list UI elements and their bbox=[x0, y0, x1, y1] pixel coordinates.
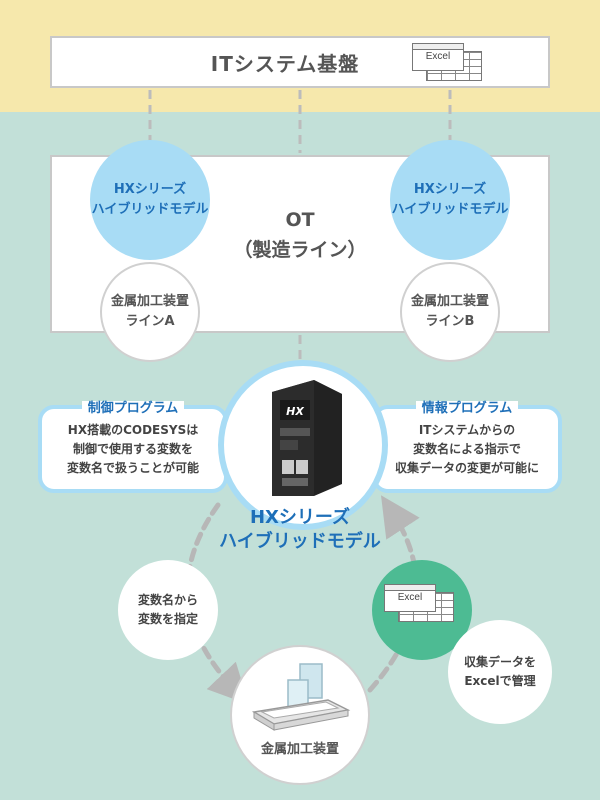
control-program-line2: 制御で使用する変数を bbox=[72, 442, 193, 456]
info-program-line1: ITシステムからの bbox=[418, 423, 516, 437]
line-a-line2: ラインA bbox=[125, 314, 175, 329]
line-b-line1: 金属加工装置 bbox=[410, 294, 489, 309]
excel-icon-label: Excel bbox=[425, 51, 451, 62]
excel-icon-2-label: Excel bbox=[397, 592, 423, 603]
control-program-line1: HX搭載のCODESYSは bbox=[67, 423, 199, 437]
manage-step-line1: 収集データを bbox=[463, 655, 536, 669]
control-program-title: 制御プログラム bbox=[81, 401, 185, 416]
variable-step-line1: 変数名から bbox=[137, 593, 198, 607]
hybrid-model-left: HXシリーズ ハイブリッドモデル bbox=[90, 140, 210, 260]
variable-step-bubble: 変数名から 変数を指定 bbox=[118, 560, 218, 660]
manage-step-line2: Excelで管理 bbox=[464, 674, 536, 688]
line-a-line1: 金属加工装置 bbox=[110, 294, 189, 309]
ot-title: OT bbox=[285, 209, 315, 231]
device-label-line2: ハイブリッドモデル bbox=[219, 531, 381, 552]
hybrid-model-right: HXシリーズ ハイブリッドモデル bbox=[390, 140, 510, 260]
line-b-line2: ラインB bbox=[425, 314, 475, 329]
hybrid-left-line2: ハイブリッドモデル bbox=[91, 202, 209, 217]
hybrid-left-line1: HXシリーズ bbox=[113, 182, 187, 197]
it-system-title: ITシステム基盤 bbox=[210, 51, 360, 76]
hx-logo: HX bbox=[286, 405, 304, 418]
info-program-line2: 変数名による指示で bbox=[413, 442, 521, 456]
machine-label: 金属加工装置 bbox=[260, 742, 339, 757]
hx-controller-image: HX bbox=[272, 380, 342, 496]
manage-step-bubble: 収集データを Excelで管理 bbox=[448, 620, 552, 724]
metal-machine-icon bbox=[251, 663, 351, 731]
excel-icon: Excel bbox=[412, 43, 482, 81]
info-program-line3: 収集データの変更が可能に bbox=[394, 461, 539, 475]
control-program-line3: 変数名で扱うことが可能 bbox=[66, 461, 199, 475]
device-label: HXシリーズ ハイブリッドモデル bbox=[200, 506, 400, 554]
excel-icon-2: Excel bbox=[384, 584, 454, 622]
it-system-box: ITシステム基盤 Excel bbox=[50, 36, 550, 88]
device-label-line1: HXシリーズ bbox=[249, 507, 351, 528]
ot-label: OT （製造ライン） bbox=[200, 205, 400, 265]
variable-step-line2: 変数を指定 bbox=[137, 612, 198, 626]
line-a-node: 金属加工装置 ラインA bbox=[100, 262, 200, 362]
control-program-callout: 制御プログラム HX搭載のCODESYSは 制御で使用する変数を 変数名で扱うこ… bbox=[38, 401, 228, 493]
info-program-callout: 情報プログラム ITシステムからの 変数名による指示で 収集データの変更が可能に bbox=[372, 401, 562, 493]
ot-subtitle: （製造ライン） bbox=[233, 239, 367, 261]
hybrid-right-line2: ハイブリッドモデル bbox=[391, 202, 509, 217]
info-program-title: 情報プログラム bbox=[415, 401, 519, 416]
line-b-node: 金属加工装置 ラインB bbox=[400, 262, 500, 362]
hybrid-right-line1: HXシリーズ bbox=[413, 182, 487, 197]
